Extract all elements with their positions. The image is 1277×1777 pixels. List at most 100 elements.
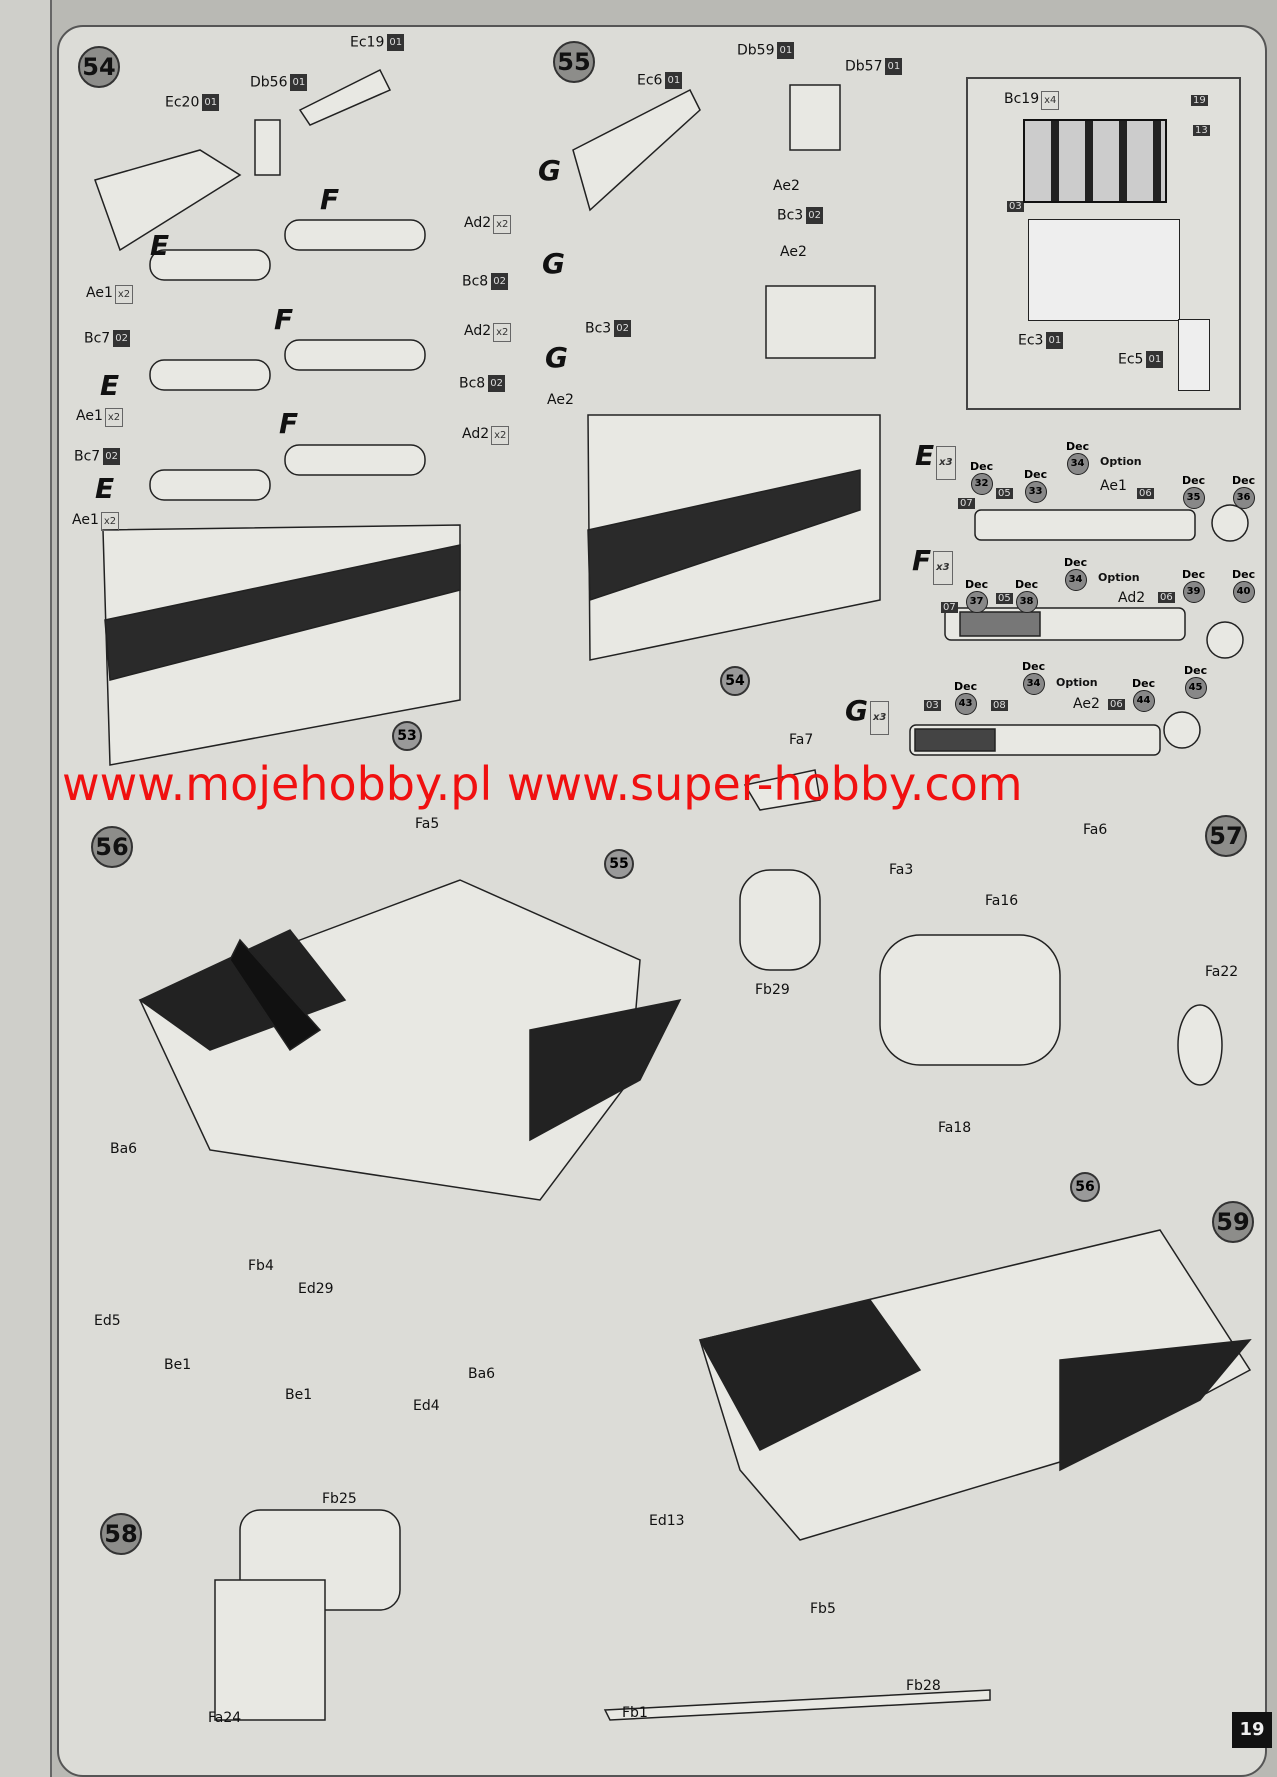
ref-step-54: 54 — [720, 666, 750, 696]
label-ed4: Ed4 — [413, 1398, 440, 1414]
tag: 06 — [1108, 699, 1125, 710]
page-number: 19 — [1232, 1712, 1272, 1748]
tag: 06 — [1137, 488, 1154, 499]
ammo-letter-g: G — [542, 247, 565, 280]
ammo-letter-g: G — [538, 154, 561, 187]
step55-hull — [572, 84, 881, 661]
ref-step-53: 53 — [392, 721, 422, 751]
step57-exhaust — [739, 769, 1223, 1086]
ec5-panel — [1178, 319, 1210, 391]
tag-13: 13 — [1193, 125, 1210, 136]
label-fa18: Fa18 — [938, 1120, 972, 1136]
label-fa3: Fa3 — [889, 862, 914, 878]
ammo-letter-g: G — [545, 341, 568, 374]
label-ed29: Ed29 — [298, 1281, 334, 1297]
step54-ammo-racks — [94, 68, 426, 501]
label-fa24: Fa24 — [208, 1710, 242, 1726]
ammo-diagram — [909, 504, 1249, 756]
label-ed13: Ed13 — [649, 1513, 685, 1529]
ref-step-55: 55 — [604, 849, 634, 879]
label-fa7: Fa7 — [789, 732, 814, 748]
tag: 07 — [941, 602, 958, 613]
label-fa16: Fa16 — [985, 893, 1019, 909]
label-fb25: Fb25 — [322, 1491, 357, 1507]
ammo-letter-e: E — [100, 369, 120, 402]
ref-step-56: 56 — [1070, 1172, 1100, 1202]
ammo-g-part: Ae2 — [1073, 696, 1100, 712]
label-be1: Be1 — [285, 1387, 313, 1403]
label-ba6: Ba6 — [468, 1366, 496, 1382]
step59-chassis — [603, 1229, 1252, 1721]
label-fa5: Fa5 — [415, 816, 440, 832]
option-label: Option — [1100, 455, 1142, 468]
label-fb1: Fb1 — [622, 1705, 648, 1721]
tag: 03 — [924, 700, 941, 711]
label-ed5: Ed5 — [94, 1313, 121, 1329]
option-label: Option — [1098, 571, 1140, 584]
tag: 08 — [991, 700, 1008, 711]
label-be1: Be1 — [164, 1357, 192, 1373]
watermark: www.mojehobby.pl www.super-hobby.com — [62, 757, 1023, 811]
label-ae2: Ae2 — [773, 178, 800, 194]
tag: 07 — [958, 498, 975, 509]
tag: 05 — [996, 488, 1013, 499]
label-ba6: Ba6 — [110, 1141, 138, 1157]
ec3-box — [1028, 219, 1180, 321]
ammo-letter-f: F — [320, 183, 340, 216]
label-fb4: Fb4 — [248, 1258, 274, 1274]
label-fb29: Fb29 — [755, 982, 790, 998]
previous-page-edge — [0, 0, 52, 1777]
step-57-marker: 57 — [1205, 815, 1247, 857]
ammo-letter-f: F — [274, 303, 294, 336]
tag-19: 19 — [1191, 95, 1208, 106]
label-fa6: Fa6 — [1083, 822, 1108, 838]
label-ae2: Ae2 — [780, 244, 807, 260]
step-54-marker: 54 — [78, 46, 120, 88]
ammo-letter-e: E — [95, 472, 115, 505]
label-fb5: Fb5 — [810, 1601, 836, 1617]
step56-chassis — [138, 879, 682, 1201]
ammo-f-part: Ad2 — [1118, 590, 1146, 606]
step54-hull — [102, 524, 461, 766]
label-fa22: Fa22 — [1205, 964, 1239, 980]
step-58-marker: 58 — [100, 1513, 142, 1555]
step58-parts — [214, 1509, 401, 1721]
ammo-letter-e: E — [150, 229, 170, 262]
